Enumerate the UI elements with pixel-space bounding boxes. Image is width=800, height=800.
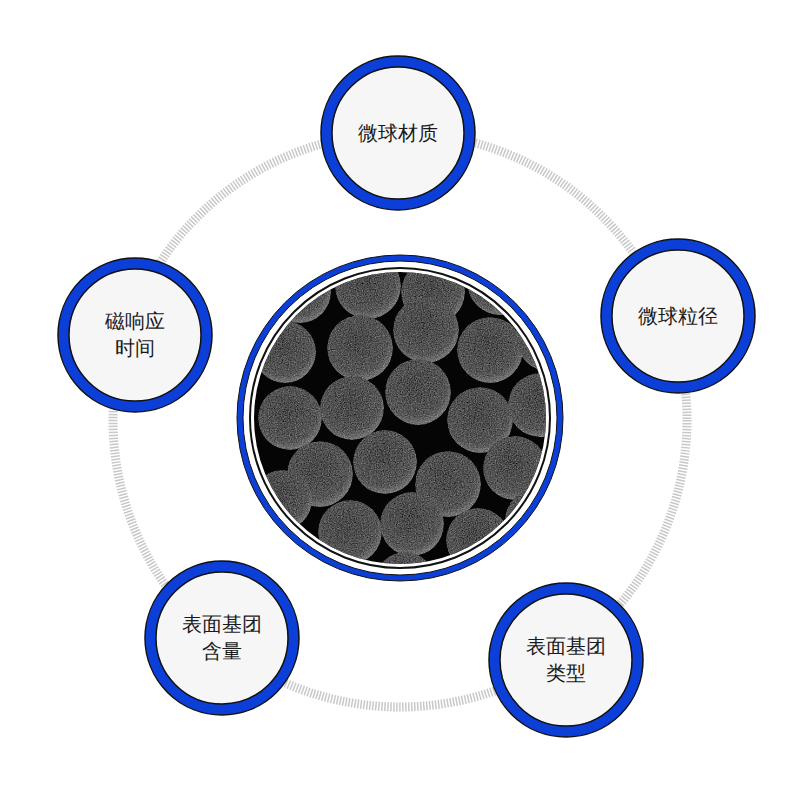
blue-ring (601, 239, 755, 393)
blue-ring (58, 258, 212, 412)
circle-outline (55, 255, 215, 415)
blue-ring (489, 583, 643, 737)
topic-label: 微球粒径 (638, 303, 718, 330)
topic-label: 表面基团 含量 (172, 611, 272, 665)
circle-face (332, 67, 464, 199)
microsphere-image (250, 249, 579, 612)
blue-ring (145, 561, 299, 715)
circle-face (612, 250, 744, 382)
topic-label: 磁响应 时间 (85, 308, 185, 362)
topic-circle: 表面基团 类型 (486, 580, 646, 740)
image-ring-outline (243, 261, 557, 575)
topic-label: 表面基团 类型 (516, 633, 616, 687)
circle-face (69, 269, 201, 401)
topic-circle: 微球材质 (318, 53, 478, 213)
topic-circle: 表面基团 含量 (142, 558, 302, 718)
topic-circle: 微球粒径 (598, 236, 758, 396)
topic-circle: 磁响应 时间 (55, 255, 215, 415)
circle-outline (142, 558, 302, 718)
circle-face (156, 572, 288, 704)
topic-label: 微球材质 (358, 120, 438, 147)
circle-outline (486, 580, 646, 740)
image-frame (250, 268, 550, 568)
blue-ring (321, 56, 475, 210)
circle-face (500, 594, 632, 726)
